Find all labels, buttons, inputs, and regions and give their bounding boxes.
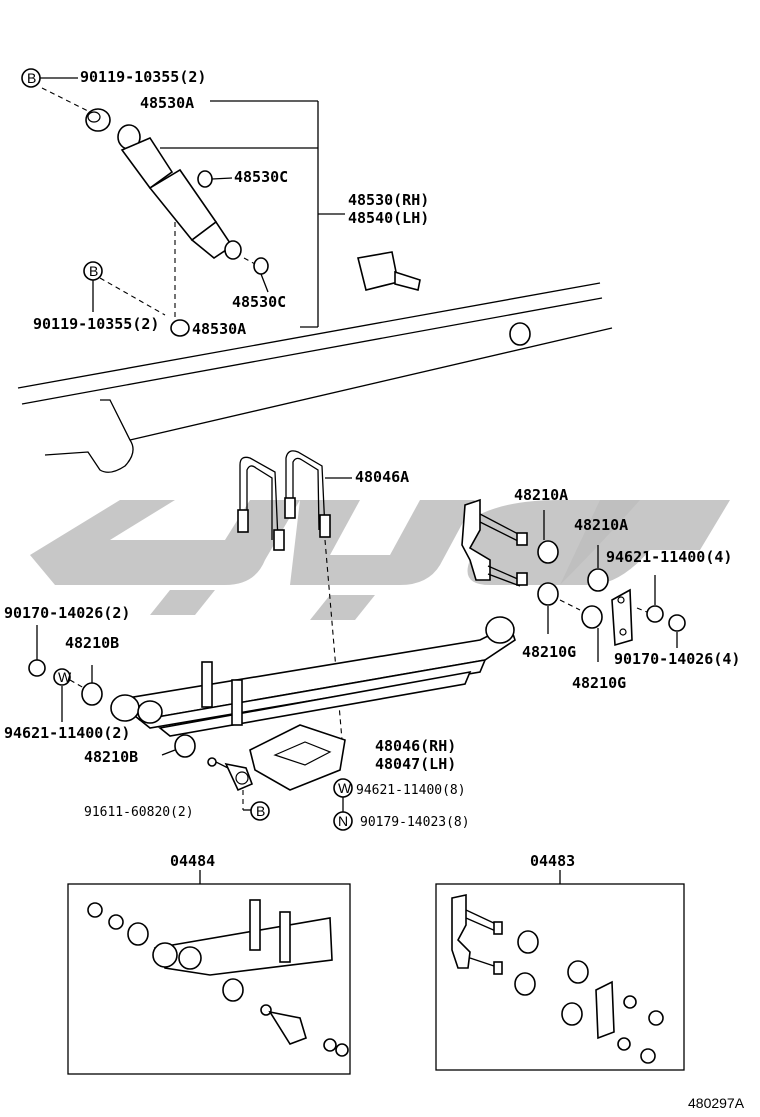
label-48046-rh: 48046(RH) <box>375 737 456 755</box>
label-48210g-1: 48210G <box>522 643 576 661</box>
label-91611-60820-2: 91611-60820(2) <box>84 805 194 820</box>
u-bolts <box>237 450 352 741</box>
label-94621-11400-8: 94621-11400(8) <box>356 783 466 798</box>
shock-absorber <box>21 68 345 337</box>
marker-b-lower: B <box>89 263 98 279</box>
label-90179-14023-8: 90179-14023(8) <box>360 815 470 830</box>
label-48210b-bottom: 48210B <box>84 748 138 766</box>
label-90170-14026-4: 90170-14026(4) <box>614 650 740 668</box>
label-94621-11400-2: 94621-11400(2) <box>4 724 130 742</box>
kit-04484 <box>67 870 351 1075</box>
watermark-logo <box>30 500 730 620</box>
frame-rail <box>17 147 613 473</box>
part-labels: B 90119-10355(2) 48530A 48530C 48530(RH)… <box>4 68 745 1111</box>
label-48210g-2: 48210G <box>572 674 626 692</box>
label-48530a-top: 48530A <box>140 94 194 112</box>
label-48530a-bottom: 48530A <box>192 320 246 338</box>
left-spring-eye-parts <box>28 625 270 821</box>
marker-n: N <box>338 813 348 829</box>
marker-w-seat: W <box>338 780 352 796</box>
label-90119-10355-top: 90119-10355(2) <box>80 68 206 86</box>
label-48530c-top: 48530C <box>234 168 288 186</box>
label-48210b-top: 48210B <box>65 634 119 652</box>
label-04483: 04483 <box>530 852 575 870</box>
label-48540-lh: 48540(LH) <box>348 209 429 227</box>
label-90119-10355-bottom: 90119-10355(2) <box>33 315 159 333</box>
label-48046a: 48046A <box>355 468 409 486</box>
label-48210a-2: 48210A <box>574 516 628 534</box>
label-48047-lh: 48047(LH) <box>375 755 456 773</box>
illustration-ref-number: 480297A <box>688 1095 745 1111</box>
marker-b-bolt: B <box>256 803 265 819</box>
marker-w-left: W <box>58 669 72 685</box>
kit-04483 <box>435 870 685 1071</box>
marker-b: B <box>27 70 36 86</box>
leaf-spring <box>110 616 516 791</box>
label-90170-14026-2: 90170-14026(2) <box>4 604 130 622</box>
label-48530c-bottom: 48530C <box>232 293 286 311</box>
label-48210a-1: 48210A <box>514 486 568 504</box>
label-48530-rh: 48530(RH) <box>348 191 429 209</box>
label-04484: 04484 <box>170 852 215 870</box>
shackle <box>461 498 686 662</box>
label-94621-11400-4: 94621-11400(4) <box>606 548 732 566</box>
seat-fasteners <box>333 778 353 831</box>
